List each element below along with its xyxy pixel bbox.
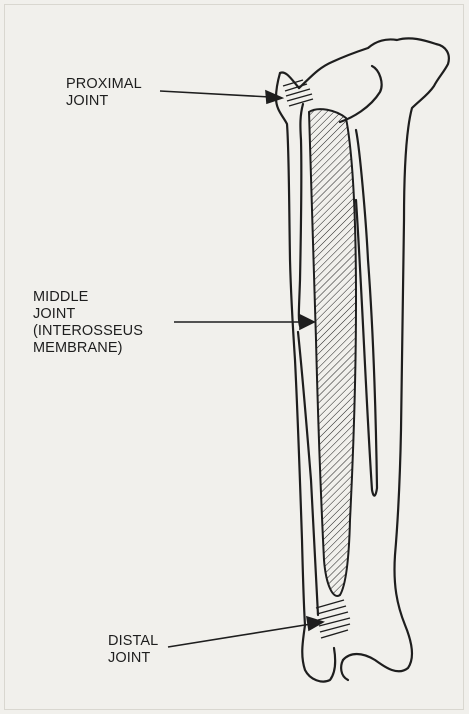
proximal-arrowhead (266, 91, 282, 103)
proximal-pointer (160, 91, 270, 97)
proximal-joint-label: PROXIMAL JOINT (66, 76, 142, 110)
label-pointers (160, 91, 323, 647)
middle-arrowhead (300, 315, 314, 329)
proximal-joint-ligaments (283, 80, 313, 106)
distal-label-line-2: JOINT (108, 650, 158, 667)
distal-pointer (168, 624, 311, 647)
interosseous-membrane (309, 109, 356, 596)
distal-label-line-1: DISTAL (108, 633, 158, 650)
distal-joint-label: DISTAL JOINT (108, 633, 158, 667)
middle-label-line-1: MIDDLE (33, 289, 143, 306)
proximal-label-line-1: PROXIMAL (66, 76, 142, 93)
distal-joint-ligaments (316, 600, 350, 638)
middle-label-line-4: MEMBRANE) (33, 340, 143, 357)
middle-joint-label: MIDDLE JOINT (INTEROSSEUS MEMBRANE) (33, 289, 143, 357)
proximal-label-line-2: JOINT (66, 93, 142, 110)
middle-label-line-2: JOINT (33, 306, 143, 323)
middle-label-line-3: (INTEROSSEUS (33, 323, 143, 340)
